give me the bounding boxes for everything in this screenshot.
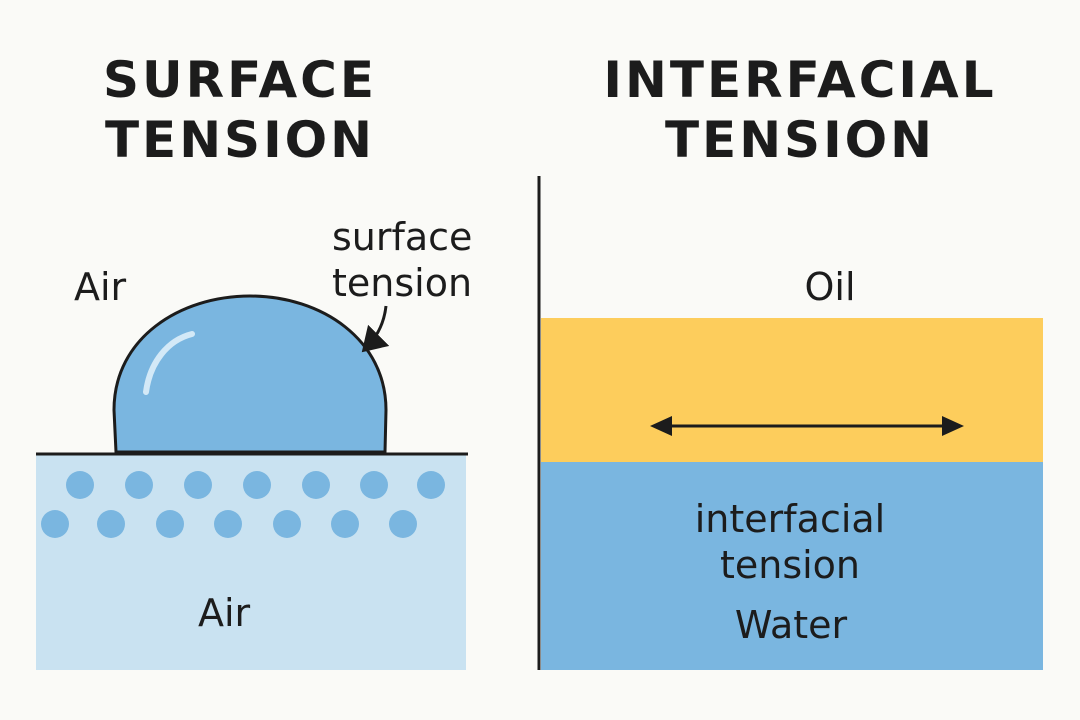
surface-annotation-line1: surface <box>332 215 473 259</box>
interfacial-title-line2: TENSION <box>664 111 936 169</box>
interfacial-annotation-line1: interfacial <box>694 497 886 541</box>
surface-tension-arrow <box>361 305 390 353</box>
molecule <box>66 471 94 499</box>
surface-tension-annotation: surface tension <box>332 214 472 306</box>
interfacial-annotation-line2: tension <box>719 543 861 587</box>
molecule <box>184 471 212 499</box>
air-top-label: Air <box>74 265 127 309</box>
molecule <box>214 510 242 538</box>
water-droplet <box>112 294 388 454</box>
molecule <box>41 510 69 538</box>
oil-label: Oil <box>804 265 856 309</box>
interfacial-title-line1: INTERFACIAL <box>603 51 997 109</box>
molecule <box>302 471 330 499</box>
surface-tension-title: SURFACE TENSION <box>40 50 440 170</box>
molecule <box>125 471 153 499</box>
water-layer <box>541 462 1043 670</box>
water-label: Water <box>734 603 848 647</box>
oil-layer <box>541 318 1043 462</box>
molecule <box>417 471 445 499</box>
molecule <box>243 471 271 499</box>
surface-title-line2: TENSION <box>104 111 376 169</box>
surface-title-line1: SURFACE <box>102 51 378 109</box>
molecule-row-2 <box>41 510 417 538</box>
molecule <box>97 510 125 538</box>
interfacial-tension-arrow <box>650 416 964 436</box>
air-bottom-label: Air <box>198 591 251 635</box>
surface-annotation-line2: tension <box>332 261 473 305</box>
interfacial-tension-annotation: interfacial tension <box>640 496 940 588</box>
interfacial-tension-title: INTERFACIAL TENSION <box>560 50 1040 170</box>
molecule <box>156 510 184 538</box>
molecule <box>360 471 388 499</box>
molecule-row-1 <box>66 471 445 499</box>
molecule <box>331 510 359 538</box>
molecule <box>389 510 417 538</box>
droplet-highlight <box>143 331 195 395</box>
molecule <box>273 510 301 538</box>
